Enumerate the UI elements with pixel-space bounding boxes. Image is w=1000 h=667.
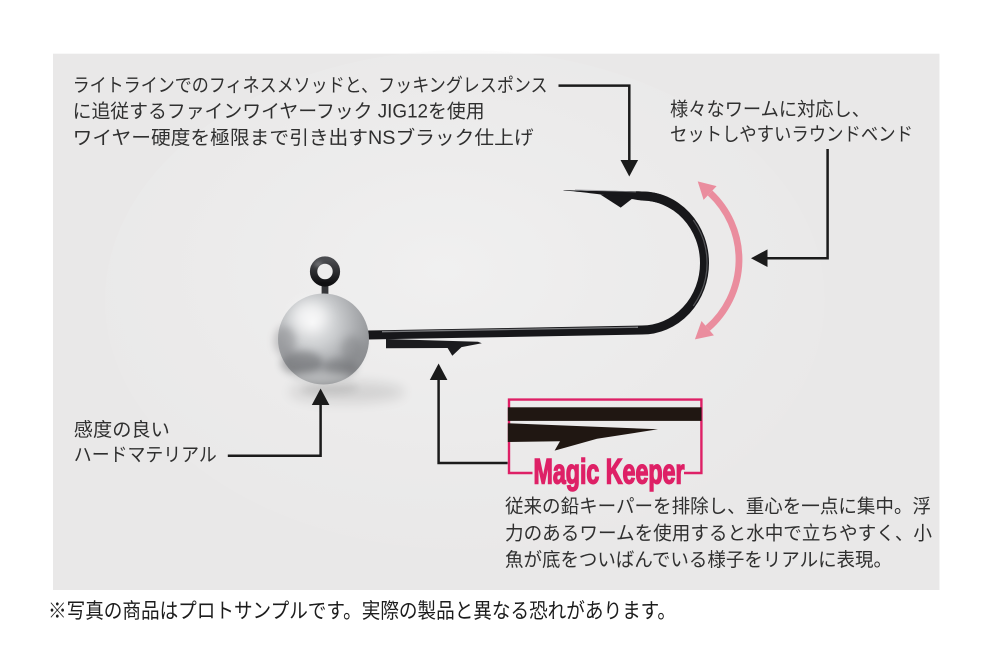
eye-highlight <box>314 262 323 267</box>
head-material-line-1: 感度の良い <box>74 419 170 441</box>
point-gloss <box>574 189 637 193</box>
callout-line-head-material <box>227 403 322 457</box>
hook-barb <box>600 194 635 208</box>
keeper-desc-line-2: 力のあるワームを使用すると水中で立ちやすく、小 <box>505 522 932 544</box>
bend-arrowhead-top-icon <box>697 181 717 200</box>
magic-keeper-box: Magic Keeper <box>507 398 703 492</box>
ball-mottle-3 <box>274 326 296 356</box>
callout-arrowheads <box>311 160 768 405</box>
arrowhead-up-ball-icon <box>311 388 330 405</box>
ball-highlight <box>293 302 327 330</box>
ball-contact-shadow <box>302 382 358 394</box>
keeper-desc-line-1: 従来の鉛キーパーを排除し、重心を一点に集中。浮 <box>505 496 931 518</box>
bend-curve-arc <box>705 190 743 331</box>
keeper-barb <box>386 339 482 356</box>
hook-spec-line-2: に追従するファインワイヤーフック JIG12を使用 <box>73 101 485 123</box>
bend-gloss <box>692 219 708 307</box>
eye-stem <box>321 280 329 297</box>
hook-spec-line-1: ライトラインでのフィネスメソッドと、フッキングレスポンス <box>73 74 548 96</box>
annotation-texts: ライトラインでのフィネスメソッドと、フッキングレスポンス に追従するファインワイ… <box>73 74 932 571</box>
ball-mottle-4 <box>341 336 363 362</box>
bend-curve-arrow <box>694 181 743 340</box>
wire-gloss <box>381 326 639 333</box>
arrowhead-left-icon <box>751 249 768 267</box>
hook-spec-line-3: ワイヤー硬度を極限まで引き出すNSブラック仕上げ <box>73 126 534 149</box>
footer-note: ※写真の商品はプロトサンプルです。実際の製品と異なる恐れがあります。 <box>48 600 676 623</box>
hook-point <box>563 190 678 210</box>
arrowhead-down-icon <box>620 160 639 177</box>
bend-arrowhead-bottom-icon <box>694 321 714 340</box>
callout-line-hook-spec <box>558 84 631 162</box>
callout-line-round-bend <box>766 149 829 260</box>
arrowhead-up-keeper-icon <box>429 363 448 380</box>
callout-line-keeper <box>437 378 508 465</box>
ball-rim-light <box>292 371 352 385</box>
ball-mottle-2 <box>323 358 357 376</box>
round-bend-line-1: 様々なワームに対応し、 <box>670 99 870 121</box>
round-bend-line-2: セットしやすいラウンドベンド <box>670 124 913 146</box>
keeper-logo-bar <box>507 407 702 421</box>
hook-eye <box>309 256 341 287</box>
callout-lines <box>227 84 829 465</box>
keeper-desc-line-3: 魚が底をついばんでいる様子をリアルに表現。 <box>505 549 892 571</box>
jig-head-illustration <box>274 189 709 403</box>
head-material-line-2: ハードマテリアル <box>74 445 217 466</box>
keeper-logo-blade <box>507 423 658 451</box>
photo-vignette <box>105 50 825 550</box>
magic-keeper-frame <box>507 398 703 475</box>
magic-keeper-label: Magic Keeper <box>534 453 685 492</box>
ball-mottle-1 <box>281 351 323 375</box>
